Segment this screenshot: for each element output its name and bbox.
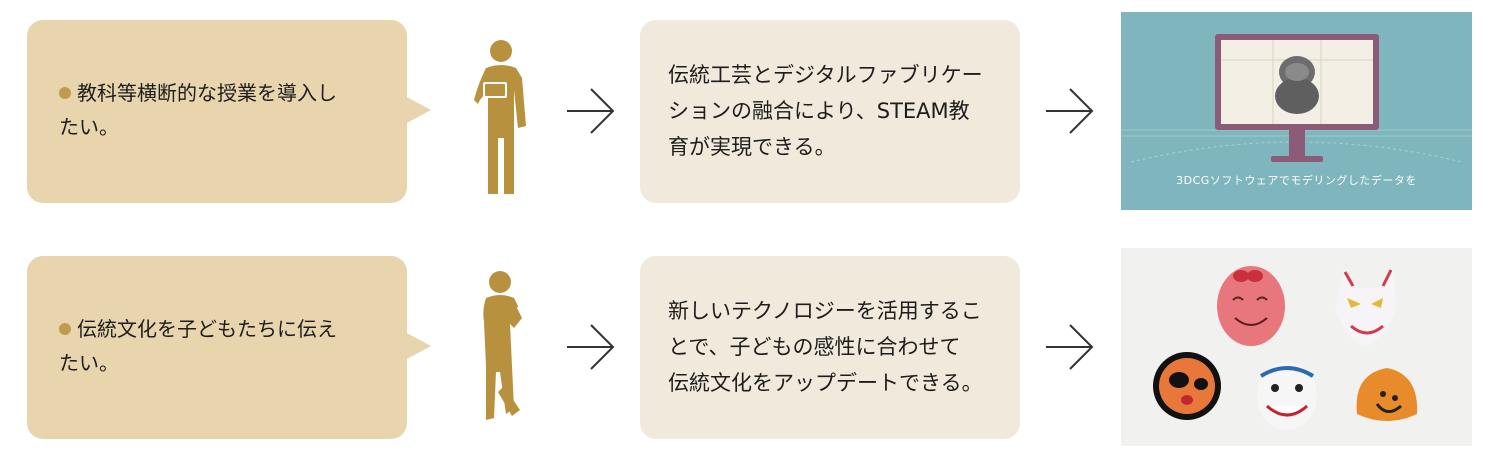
bubble-line: たい。 bbox=[59, 115, 119, 139]
result-line: とで、子どもの感性に合わせて bbox=[668, 335, 961, 359]
speech-bubble: 教科等横断的な授業を導入し たい。 bbox=[27, 20, 431, 203]
bubble-line: 教科等横断的な授業を導入し bbox=[77, 81, 337, 105]
row-steam-education: 教科等横断的な授業を導入し たい。 伝統工芸とデジタルファブリケー ションの融合… bbox=[0, 12, 1501, 212]
arrow-right-icon bbox=[567, 88, 615, 134]
bullet-dot bbox=[59, 323, 71, 335]
fox-mask bbox=[1335, 268, 1397, 346]
monitor-illustration bbox=[1121, 12, 1472, 210]
bullet-dot bbox=[59, 87, 71, 99]
result-box: 新しいテクノロジーを活用するこ とで、子どもの感性に合わせて 伝統文化をアップデ… bbox=[640, 256, 1020, 439]
arrow-right-icon bbox=[567, 324, 615, 370]
bubble-line: たい。 bbox=[59, 351, 119, 375]
photo-3dcg-modeling: 3DCGソフトウェアでモデリングしたデータを bbox=[1121, 12, 1472, 210]
result-line: 伝統工芸とデジタルファブリケー bbox=[668, 63, 983, 87]
arrow-right-icon bbox=[1046, 324, 1094, 370]
bubble-text: 伝統文化を子どもたちに伝え たい。 bbox=[59, 312, 379, 380]
smiling-face-mask bbox=[1257, 362, 1317, 430]
bubble-text: 教科等横断的な授業を導入し たい。 bbox=[59, 76, 379, 144]
result-line: 育が実現できる。 bbox=[668, 135, 836, 159]
result-text: 伝統工芸とデジタルファブリケー ションの融合により、STEAM教 育が実現できる… bbox=[668, 57, 998, 165]
row-tradition-update: 伝統文化を子どもたちに伝え たい。 新しいテクノロジーを活用するこ とで、子ども… bbox=[0, 248, 1501, 448]
result-box: 伝統工芸とデジタルファブリケー ションの融合により、STEAM教 育が実現できる… bbox=[640, 20, 1020, 203]
arrow-right-icon bbox=[1046, 88, 1094, 134]
pink-mask bbox=[1217, 266, 1285, 346]
person-holding-tablet-icon bbox=[474, 40, 526, 194]
sunglasses-mask bbox=[1153, 352, 1221, 420]
bubble-line: 伝統文化を子どもたちに伝え bbox=[77, 317, 337, 341]
photo-painted-masks bbox=[1121, 248, 1472, 446]
person-thinking-icon bbox=[483, 271, 522, 420]
speech-bubble: 伝統文化を子どもたちに伝え たい。 bbox=[27, 256, 431, 439]
masks-illustration bbox=[1121, 248, 1472, 446]
result-text: 新しいテクノロジーを活用するこ とで、子どもの感性に合わせて 伝統文化をアップデ… bbox=[668, 293, 998, 401]
photo-caption: 3DCGソフトウェアでモデリングしたデータを bbox=[1176, 174, 1417, 187]
result-line: 伝統文化をアップデートできる。 bbox=[668, 371, 983, 395]
orange-smiley-mask bbox=[1356, 368, 1418, 421]
result-line: ションの融合により、STEAM教 bbox=[668, 99, 970, 123]
result-line: 新しいテクノロジーを活用するこ bbox=[668, 299, 982, 323]
